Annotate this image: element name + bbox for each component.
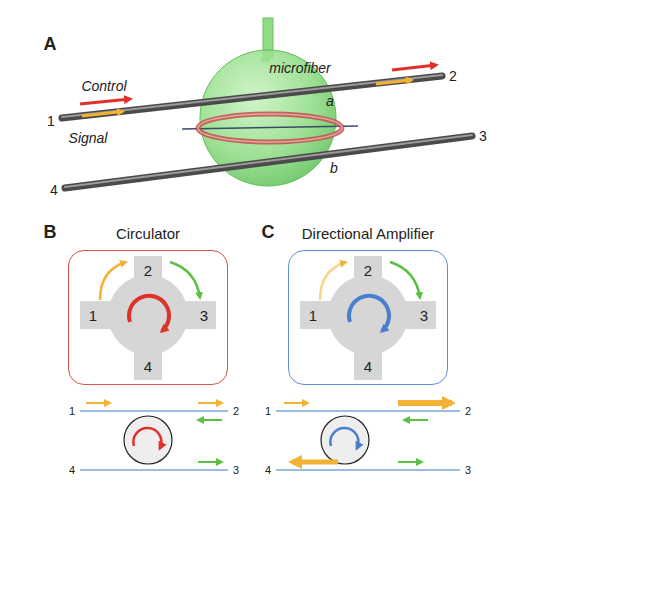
panel-letter: A	[44, 34, 57, 55]
panel-title: Directional Amplifier	[302, 225, 435, 242]
port-number: 2	[449, 68, 457, 84]
part-label: a	[326, 93, 334, 109]
signal-arrow	[320, 262, 346, 300]
port-number: 1	[69, 405, 75, 417]
panel-letter: B	[44, 222, 57, 243]
port-number: 3	[479, 128, 487, 144]
port-number: 2	[465, 405, 471, 417]
port-number: 4	[265, 464, 271, 476]
port-number: 3	[200, 307, 208, 324]
port-number: 4	[50, 182, 58, 198]
panel-title: Circulator	[116, 225, 180, 242]
port-number: 3	[465, 464, 471, 476]
beam-label: Signal	[69, 130, 108, 146]
light-arrows	[80, 65, 436, 116]
port-number: 4	[364, 358, 372, 375]
port-number: 1	[265, 405, 271, 417]
port-number: 1	[89, 307, 97, 324]
circulator-port-cross	[80, 256, 216, 380]
beam-label: Control	[81, 78, 126, 94]
waveguide-schematic	[80, 403, 228, 470]
signal-arrow	[390, 262, 420, 298]
port-number: 4	[144, 358, 152, 375]
waveguide-schematic	[276, 403, 460, 470]
amplifier-port-cross	[300, 256, 436, 380]
circulation-arrow	[349, 296, 389, 331]
part-label: b	[330, 160, 338, 176]
signal-arrow	[100, 262, 126, 300]
port-number: 3	[233, 464, 239, 476]
port-number: 1	[309, 307, 317, 324]
port-number: 4	[69, 464, 75, 476]
port-number: 1	[47, 113, 55, 129]
panel-letter: C	[262, 222, 275, 243]
microfiber	[62, 75, 472, 188]
port-number: 2	[233, 405, 239, 417]
port-number: 2	[364, 262, 372, 279]
part-label: microfiber	[269, 60, 330, 76]
signal-arrow	[170, 262, 200, 298]
circulation-arrow	[129, 296, 169, 331]
port-number: 2	[144, 262, 152, 279]
port-number: 3	[420, 307, 428, 324]
